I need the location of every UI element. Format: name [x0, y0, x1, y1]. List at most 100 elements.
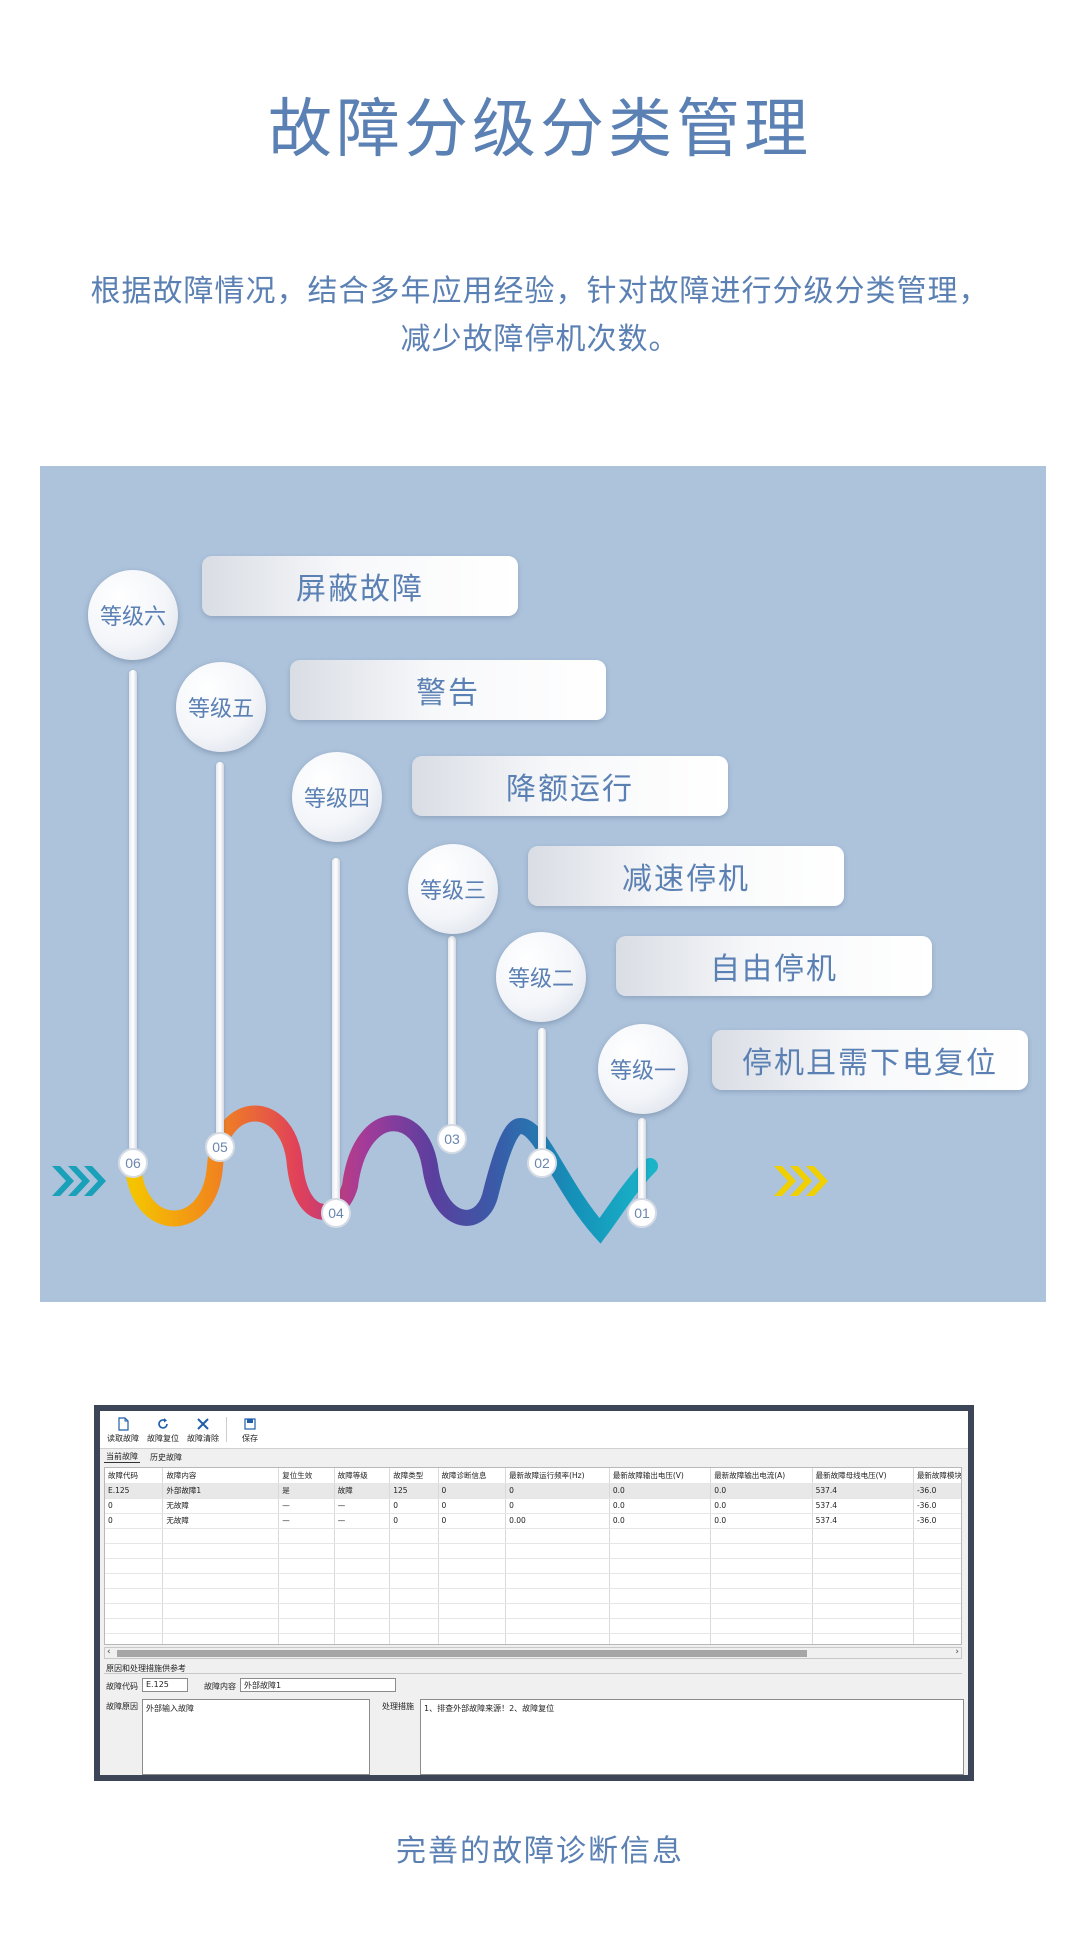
empty-row — [105, 1543, 961, 1559]
level-5-stem — [216, 762, 224, 1136]
chevron-right-icon[interactable]: › — [955, 1647, 959, 1657]
empty-cell — [505, 1558, 610, 1574]
column-header[interactable]: 最新故障输出电流(A) — [710, 1468, 813, 1484]
column-header[interactable]: 最新故障模块温度(℃) — [913, 1468, 961, 1484]
table-cell: 故障 — [334, 1483, 391, 1499]
table-cell: 0.0 — [710, 1483, 813, 1499]
table-cell: 0 — [105, 1498, 164, 1514]
empty-cell — [710, 1603, 813, 1619]
table-cell: — — [334, 1513, 391, 1529]
fault-table: 故障代码故障内容复位生效故障等级故障类型故障诊断信息最新故障运行频率(Hz)最新… — [104, 1467, 962, 1645]
column-header[interactable]: 最新故障输出电压(V) — [609, 1468, 712, 1484]
save-icon — [244, 1418, 256, 1430]
empty-cell — [162, 1573, 280, 1589]
table-header: 故障代码故障内容复位生效故障等级故障类型故障诊断信息最新故障运行频率(Hz)最新… — [105, 1468, 961, 1484]
level-4-badge: 等级四 — [292, 752, 382, 842]
fault-code-label: 故障代码 — [106, 1682, 138, 1691]
empty-cell — [609, 1528, 712, 1544]
empty-cell — [609, 1588, 712, 1604]
tab-current-fault[interactable]: 当前故障 — [104, 1452, 140, 1463]
empty-row — [105, 1633, 961, 1644]
level-4-stem — [332, 858, 340, 1204]
empty-cell — [710, 1618, 813, 1634]
column-header[interactable]: 最新故障母线电压(V) — [812, 1468, 914, 1484]
table-cell: 0.0 — [609, 1513, 712, 1529]
empty-cell — [812, 1618, 914, 1634]
empty-cell — [609, 1633, 712, 1644]
empty-cell — [389, 1618, 439, 1634]
empty-cell — [162, 1588, 280, 1604]
empty-cell — [389, 1633, 439, 1644]
empty-cell — [812, 1543, 914, 1559]
empty-cell — [105, 1633, 164, 1644]
table-row[interactable]: E.125外部故障1是故障125000.00.0537.4-36.00x0000… — [105, 1483, 961, 1499]
level-4-action: 降额运行 — [412, 756, 728, 816]
empty-cell — [710, 1543, 813, 1559]
empty-cell — [278, 1603, 335, 1619]
empty-cell — [334, 1558, 391, 1574]
fault-content-field[interactable]: 外部故障1 — [240, 1678, 396, 1692]
handling-field[interactable]: 1、排查外部故障来源！2、故障复位 — [420, 1699, 964, 1775]
column-header[interactable]: 故障类型 — [389, 1468, 439, 1484]
table-cell: -36.0 — [913, 1483, 961, 1499]
empty-cell — [438, 1543, 507, 1559]
scrollbar-thumb[interactable] — [117, 1650, 807, 1657]
empty-cell — [105, 1558, 164, 1574]
table-cell: — — [278, 1513, 335, 1529]
column-header[interactable]: 复位生效 — [278, 1468, 335, 1484]
empty-cell — [389, 1573, 439, 1589]
empty-cell — [389, 1543, 439, 1559]
column-header[interactable]: 故障等级 — [334, 1468, 391, 1484]
empty-cell — [812, 1603, 914, 1619]
table-cell: 无故障 — [162, 1513, 280, 1529]
empty-cell — [105, 1543, 164, 1559]
empty-cell — [162, 1633, 280, 1644]
toolbar: 读取故障 故障复位 故障清除 保存 — [100, 1411, 968, 1449]
column-header[interactable]: 故障内容 — [162, 1468, 280, 1484]
empty-cell — [812, 1588, 914, 1604]
tab-history-fault[interactable]: 历史故障 — [150, 1452, 182, 1462]
wave-path — [125, 1105, 658, 1244]
fault-cause-field[interactable]: 外部输入故障 — [142, 1699, 370, 1775]
level-2-node: 02 — [527, 1148, 557, 1178]
empty-cell — [710, 1588, 813, 1604]
chevron-left-icon[interactable]: ‹ — [107, 1647, 111, 1657]
empty-cell — [389, 1528, 439, 1544]
reset-fault-button[interactable]: 故障复位 — [146, 1415, 180, 1444]
level-3-action: 减速停机 — [528, 846, 844, 906]
level-2-stem — [538, 1028, 546, 1160]
column-header[interactable]: 最新故障运行频率(Hz) — [505, 1468, 610, 1484]
fault-code-field[interactable]: E.125 — [142, 1678, 188, 1692]
empty-cell — [505, 1573, 610, 1589]
clear-fault-button[interactable]: 故障清除 — [186, 1415, 220, 1444]
empty-cell — [505, 1528, 610, 1544]
empty-row — [105, 1528, 961, 1544]
empty-cell — [710, 1633, 813, 1644]
read-fault-button[interactable]: 读取故障 — [106, 1415, 140, 1444]
save-button[interactable]: 保存 — [233, 1415, 267, 1444]
empty-cell — [710, 1528, 813, 1544]
empty-cell — [710, 1558, 813, 1574]
divider — [104, 1673, 962, 1674]
empty-cell — [162, 1543, 280, 1559]
empty-cell — [505, 1633, 610, 1644]
column-header[interactable]: 故障代码 — [105, 1468, 164, 1484]
refresh-icon — [158, 1418, 168, 1429]
read-fault-label: 读取故障 — [107, 1434, 139, 1443]
save-label: 保存 — [242, 1434, 258, 1443]
column-header[interactable]: 故障诊断信息 — [438, 1468, 507, 1484]
empty-cell — [913, 1573, 961, 1589]
horizontal-scrollbar[interactable]: ‹ › — [104, 1647, 962, 1659]
table-cell: 0 — [438, 1498, 507, 1514]
empty-cell — [105, 1588, 164, 1604]
empty-cell — [162, 1558, 280, 1574]
empty-cell — [278, 1618, 335, 1634]
empty-cell — [438, 1633, 507, 1644]
table-cell: 0.00 — [505, 1513, 610, 1529]
empty-cell — [278, 1528, 335, 1544]
table-cell: 0 — [505, 1483, 610, 1499]
table-cell: 无故障 — [162, 1498, 280, 1514]
fault-diagnosis-window: 读取故障 故障复位 故障清除 保存 当前故障 历史故障 — [94, 1405, 974, 1781]
